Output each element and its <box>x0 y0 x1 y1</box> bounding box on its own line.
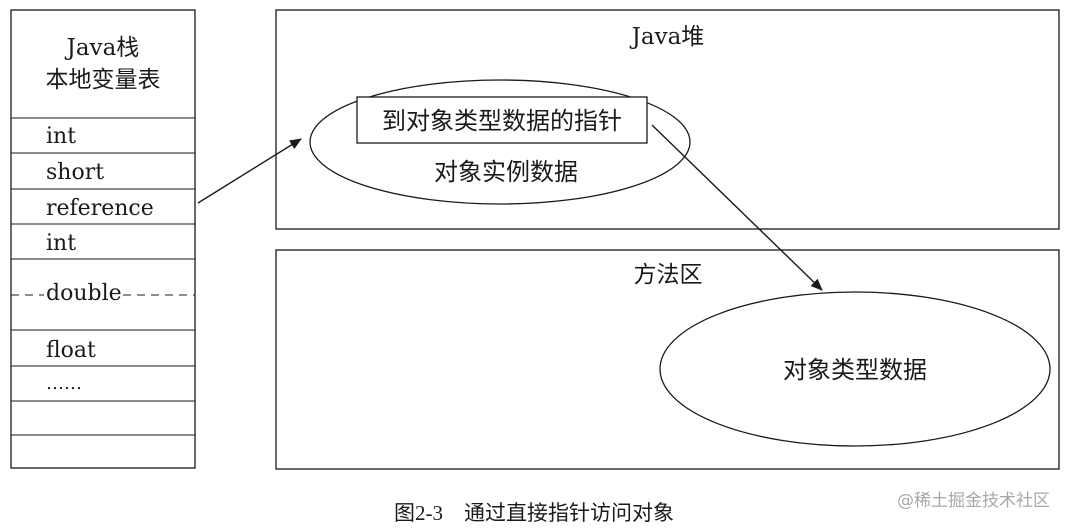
slot-label-float: float <box>46 338 96 363</box>
object-type-data-label: 对象类型数据 <box>783 356 927 384</box>
object-type-ellipse <box>659 291 1051 447</box>
stack-title-line1: Java栈 <box>65 35 140 61</box>
slot-label-short: short <box>46 160 104 185</box>
stack-row-dividers <box>11 117 195 436</box>
double-label-knockout <box>44 281 120 305</box>
stack-frame-box <box>10 9 196 469</box>
method-area: 方法区 对象类型数据 <box>275 249 1060 470</box>
watermark: @稀土掘金技术社区 <box>897 491 1050 511</box>
pointer-field-box <box>356 96 648 144</box>
slot-label-ellipsis: …… <box>46 373 82 394</box>
method-area-box <box>275 249 1060 470</box>
method-area-title: 方法区 <box>634 262 703 288</box>
pointer-field-label: 到对象类型数据的指针 <box>382 107 622 135</box>
slot-label-double: double <box>46 281 122 306</box>
instance-data-label: 对象实例数据 <box>434 158 578 186</box>
slot-label-int-2: int <box>46 231 76 256</box>
java-stack: Java栈 本地变量表 int short reference int doub… <box>10 9 196 469</box>
reference-to-instance-arrow <box>197 138 302 204</box>
pointer-to-type-data-arrow <box>651 124 823 291</box>
figure-caption: 图2-3 通过直接指针访问对象 <box>394 501 674 525</box>
slot-label-int: int <box>46 124 76 149</box>
heap-title: Java堆 <box>630 24 705 50</box>
stack-title-line2: 本地变量表 <box>46 67 161 93</box>
java-heap: Java堆 到对象类型数据的指针 对象实例数据 <box>275 9 1060 230</box>
slot-label-reference: reference <box>46 196 154 221</box>
heap-box <box>275 9 1060 230</box>
object-instance-ellipse <box>309 79 691 205</box>
